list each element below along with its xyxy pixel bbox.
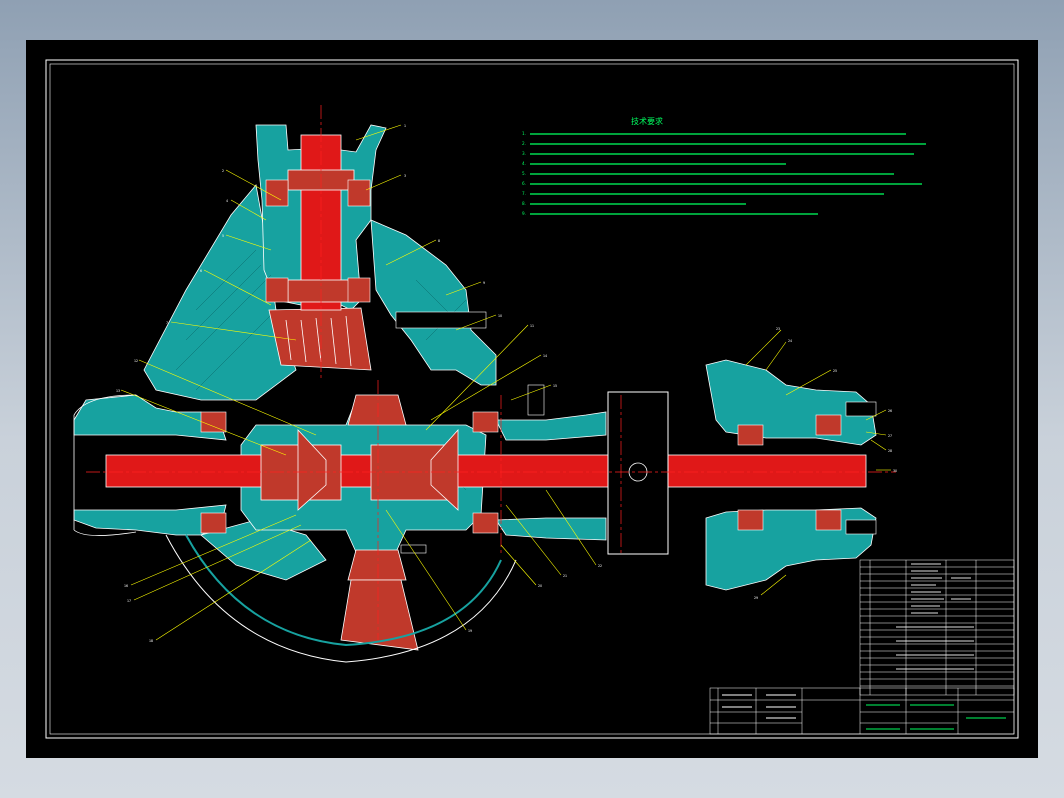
balloon-21: 21 xyxy=(563,574,567,578)
balloon-26: 26 xyxy=(888,409,892,413)
tech-req-line-8: 8. xyxy=(522,201,526,206)
outer-border xyxy=(45,59,1019,739)
bolts xyxy=(395,311,877,554)
balloon-15: 15 xyxy=(553,384,557,388)
part-balloons: 1 2 3 4 5 6 7 8 9 10 11 12 13 14 15 16 1… xyxy=(116,124,897,643)
balloon-25: 25 xyxy=(833,369,837,373)
balloon-2: 2 xyxy=(222,169,224,173)
tech-req-line-7: 7. xyxy=(522,191,526,196)
balloon-27: 27 xyxy=(888,434,892,438)
balloon-11: 11 xyxy=(530,324,534,328)
axle-flange-block xyxy=(607,391,669,555)
balloon-18: 18 xyxy=(149,639,153,643)
housing-bowl-outline xyxy=(165,534,517,663)
inner-border xyxy=(49,63,1015,735)
balloon-7: 7 xyxy=(166,321,168,325)
balloon-19: 19 xyxy=(468,629,472,633)
ring-gear xyxy=(297,394,459,651)
parts-list-text-bands xyxy=(896,563,974,670)
left-axle-outline xyxy=(73,394,137,536)
balloon-28: 28 xyxy=(888,449,892,453)
balloon-3: 3 xyxy=(404,174,406,178)
technical-requirements: 技术要求 1. 2. 3. 4. 5. 6. 7. 8. 9. xyxy=(522,116,926,216)
parts-list-table xyxy=(859,559,1015,696)
leader-lines xyxy=(120,124,891,641)
balloon-24: 24 xyxy=(788,339,792,343)
pinion-gear xyxy=(268,307,372,371)
balloon-20: 20 xyxy=(538,584,542,588)
balloon-13: 13 xyxy=(116,389,120,393)
housing-bowl-inner xyxy=(185,534,502,647)
tech-req-line-6: 6. xyxy=(522,181,526,186)
balloon-8: 8 xyxy=(438,239,440,243)
balloon-10: 10 xyxy=(498,314,502,318)
drawing-sheet: 1 2 3 4 5 6 7 8 9 10 11 12 13 14 15 16 1… xyxy=(26,40,1038,758)
balloon-17: 17 xyxy=(127,599,131,603)
balloon-4: 4 xyxy=(226,199,228,203)
assembly-drawing: 1 2 3 4 5 6 7 8 9 10 11 12 13 14 15 16 1… xyxy=(45,59,1019,739)
balloon-5: 5 xyxy=(222,234,224,238)
balloon-12: 12 xyxy=(134,359,138,363)
title-block-text-bands xyxy=(722,694,1006,730)
balloon-16: 16 xyxy=(124,584,128,588)
title-block xyxy=(709,687,1015,735)
balloon-9: 9 xyxy=(483,281,485,285)
balloon-29: 29 xyxy=(754,596,758,600)
balloon-23: 23 xyxy=(776,327,780,331)
tech-req-line-5: 5. xyxy=(522,171,526,176)
balloon-14: 14 xyxy=(543,354,547,358)
axle-shaft xyxy=(105,444,867,501)
balloon-6: 6 xyxy=(200,269,202,273)
tech-req-line-1: 1. xyxy=(522,131,526,136)
balloon-22: 22 xyxy=(598,564,602,568)
tech-req-line-9: 9. xyxy=(522,211,526,216)
tech-req-line-2: 2. xyxy=(522,141,526,146)
balloon-1: 1 xyxy=(404,124,406,128)
balloon-30: 30 xyxy=(893,469,897,473)
tech-req-title: 技术要求 xyxy=(631,116,663,126)
bearings xyxy=(200,179,842,534)
center-lines xyxy=(86,105,896,640)
tech-req-line-4: 4. xyxy=(522,161,526,166)
tech-req-line-3: 3. xyxy=(522,151,526,156)
